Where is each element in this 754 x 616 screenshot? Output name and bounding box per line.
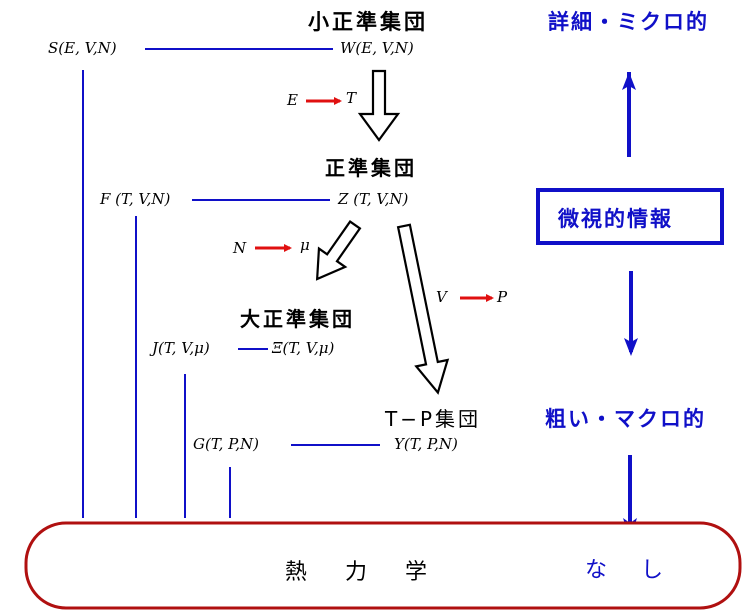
free-energy-label: F (T, V,N) xyxy=(100,190,171,208)
var-p: P xyxy=(497,288,508,306)
arrow-down-macro-head xyxy=(624,338,638,356)
thermodynamics-container xyxy=(24,521,742,610)
var-mu: μ xyxy=(300,236,310,254)
state-count-label: W(E, V,N) xyxy=(340,39,414,57)
var-e: E xyxy=(287,91,298,109)
partition-function-label: Z (T, V,N) xyxy=(338,190,409,208)
grand-canonical-title: 大正準集団 xyxy=(240,307,355,331)
entropy-label: S(E, V,N) xyxy=(48,39,117,57)
gibbs-energy-label: G(T, P,N) xyxy=(193,435,259,453)
micro-info-label: 微視的情報 xyxy=(558,207,673,231)
arrow-up-micro-head xyxy=(622,72,636,90)
tp-ensemble-title: T−P集団 xyxy=(385,407,482,431)
arrow-canonical-to-grand xyxy=(315,220,362,281)
none-label: な し xyxy=(585,558,670,583)
micro-detail-label: 詳細・ミクロ的 xyxy=(548,10,709,34)
var-n: N xyxy=(233,239,247,257)
microcanonical-title: 小正準集団 xyxy=(308,10,428,34)
thermodynamics-label: 熱 力 学 xyxy=(285,560,436,585)
var-t: T xyxy=(346,89,357,107)
macro-coarse-label: 粗い・マクロ的 xyxy=(545,407,706,431)
var-v: V xyxy=(436,288,447,306)
tp-partition-label: Y(T, P,N) xyxy=(394,435,458,453)
arrow-canonical-to-tp xyxy=(396,223,450,395)
grand-partition-label: Ξ(T, V,μ) xyxy=(272,339,335,357)
canonical-title: 正準集団 xyxy=(325,156,417,180)
grand-potential-label: J(T, V,μ) xyxy=(152,339,210,357)
arrow-micro-to-canonical xyxy=(357,69,401,142)
info-box-border xyxy=(536,188,724,245)
